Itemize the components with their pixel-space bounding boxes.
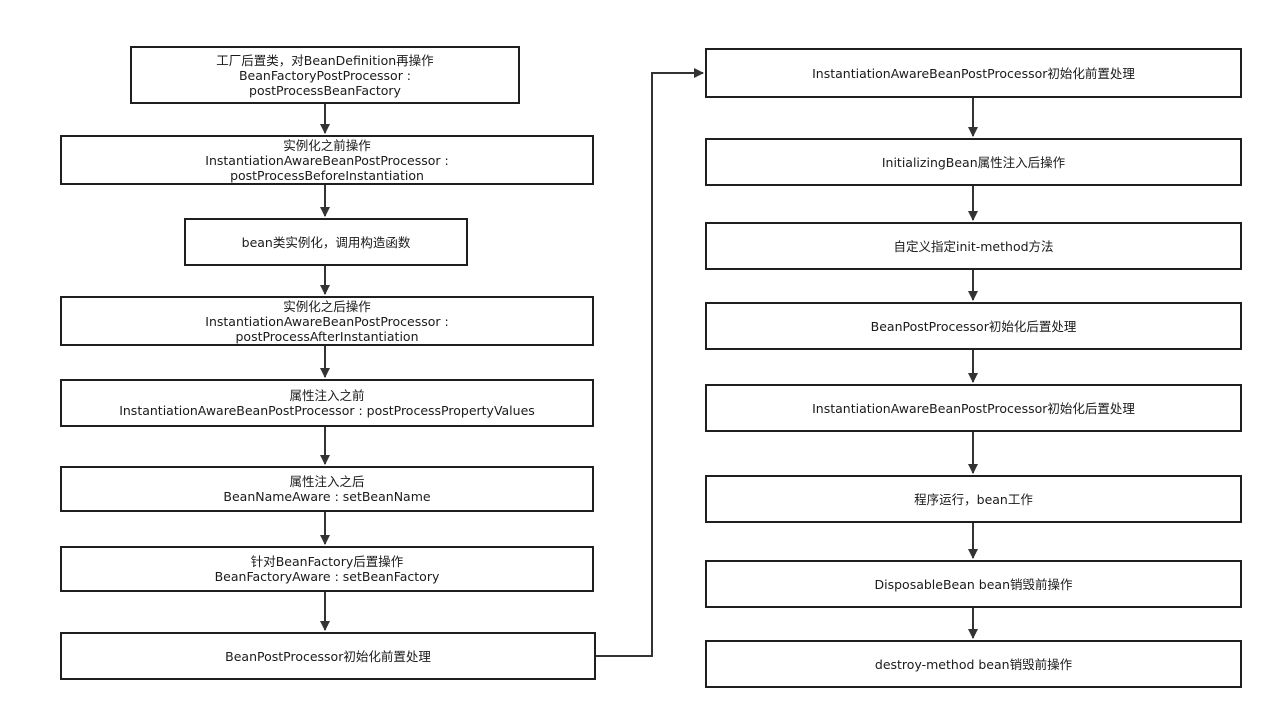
- step-line: 实例化之后操作: [283, 298, 371, 314]
- step-initializingbean: InitializingBean属性注入后操作: [705, 138, 1242, 186]
- step-line: postProcessBeanFactory: [249, 82, 401, 98]
- step-line: InstantiationAwareBeanPostProcessor :: [205, 313, 449, 329]
- step-iabpp-after-init: InstantiationAwareBeanPostProcessor初始化后置…: [705, 384, 1242, 432]
- step-before-instantiation: 实例化之前操作 InstantiationAwareBeanPostProces…: [60, 135, 594, 185]
- step-line: 属性注入之后: [289, 474, 365, 489]
- step-after-property-injection: 属性注入之后 BeanNameAware : setBeanName: [60, 466, 594, 512]
- step-destroy-method: destroy-method bean销毁前操作: [705, 640, 1242, 688]
- step-line: InstantiationAwareBeanPostProcessor初始化前置…: [812, 65, 1135, 81]
- step-beanfactory-postprocessor: 工厂后置类，对BeanDefinition再操作 BeanFactoryPost…: [130, 46, 520, 104]
- step-line: InstantiationAwareBeanPostProcessor :: [205, 152, 449, 168]
- step-line: InitializingBean属性注入后操作: [881, 154, 1066, 170]
- step-bean-instantiation: bean类实例化，调用构造函数: [184, 218, 468, 266]
- step-before-property-injection: 属性注入之前 InstantiationAwareBeanPostProcess…: [60, 379, 594, 427]
- step-line: postProcessAfterInstantiation: [235, 328, 419, 344]
- step-disposablebean: DisposableBean bean销毁前操作: [705, 560, 1242, 608]
- step-after-instantiation: 实例化之后操作 InstantiationAwareBeanPostProces…: [60, 296, 594, 346]
- flow-arrow: [596, 68, 704, 657]
- step-init-method: 自定义指定init-method方法: [705, 222, 1242, 270]
- step-line: destroy-method bean销毁前操作: [874, 656, 1073, 672]
- step-iabpp-before-init: InstantiationAwareBeanPostProcessor初始化前置…: [705, 48, 1242, 98]
- step-line: 针对BeanFactory后置操作: [250, 554, 404, 569]
- step-line: BeanPostProcessor初始化后置处理: [870, 318, 1077, 334]
- step-line: BeanPostProcessor初始化前置处理: [225, 648, 431, 664]
- step-line: InstantiationAwareBeanPostProcessor : po…: [119, 403, 535, 418]
- step-beanpostprocessor-after-init: BeanPostProcessor初始化后置处理: [705, 302, 1242, 350]
- step-line: 自定义指定init-method方法: [893, 238, 1054, 254]
- step-line: 程序运行，bean工作: [914, 491, 1033, 507]
- step-line: DisposableBean bean销毁前操作: [874, 576, 1073, 592]
- step-line: postProcessBeforeInstantiation: [230, 167, 424, 183]
- step-bean-running: 程序运行，bean工作: [705, 475, 1242, 523]
- step-beanpostprocessor-before-init: BeanPostProcessor初始化前置处理: [60, 632, 596, 680]
- step-line: BeanNameAware : setBeanName: [223, 489, 431, 504]
- step-line: BeanFactoryAware : setBeanFactory: [214, 569, 440, 584]
- step-line: bean类实例化，调用构造函数: [241, 234, 411, 250]
- step-line: 实例化之前操作: [283, 137, 371, 153]
- step-line: 属性注入之前: [289, 388, 365, 403]
- step-line: BeanFactoryPostProcessor :: [238, 67, 412, 83]
- step-line: InstantiationAwareBeanPostProcessor初始化后置…: [812, 400, 1135, 416]
- step-line: 工厂后置类，对BeanDefinition再操作: [216, 52, 434, 68]
- step-beanfactory-aware: 针对BeanFactory后置操作 BeanFactoryAware : set…: [60, 546, 594, 592]
